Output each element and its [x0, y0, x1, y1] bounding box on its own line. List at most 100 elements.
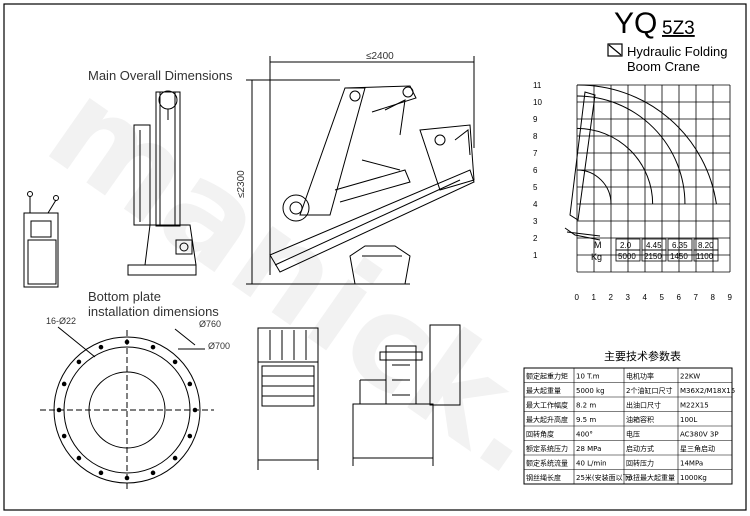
chart-x-tick: 1 [592, 293, 597, 302]
spec-label: 回转角度 [526, 430, 554, 439]
spec-label: 最大起升高度 [526, 415, 568, 424]
chart-radius-value: 4.45 [646, 241, 662, 250]
chart-x-tick: 4 [643, 293, 648, 302]
spec-value: 14MPa [680, 460, 703, 468]
caption-bottom-plate: Bottom plate [88, 289, 161, 304]
spec-value: M36X2/M18X15 [680, 387, 735, 395]
dim-height-label: ≤2300 [236, 170, 247, 198]
product-line1: Hydraulic Folding [627, 44, 727, 59]
spec-label: 额定起重力矩 [526, 372, 568, 381]
bolt-hole [150, 344, 156, 350]
bolt-holes [56, 339, 198, 481]
spec-value: 28 MPa [576, 445, 601, 453]
bolt-hole [187, 381, 193, 387]
spec-value: 9.5 m [576, 416, 596, 424]
crane-front-view [246, 56, 475, 285]
chart-x-tick: 8 [711, 293, 716, 302]
chart-grid [576, 84, 731, 273]
dim-bolt-circle: Ø760 [199, 319, 221, 329]
spec-label: 电压 [626, 430, 640, 439]
chart-x-tick: 3 [626, 293, 631, 302]
spec-label: 回转压力 [626, 459, 654, 468]
caption-bottom-plate-2: installation dimensions [88, 304, 219, 319]
bolt-hole [98, 344, 104, 350]
spec-value: 10 T.m [576, 373, 600, 381]
chart-load-cell [667, 249, 693, 262]
spec-value: M22X15 [680, 402, 709, 410]
bolt-hole [76, 455, 82, 461]
chart-y-tick: 3 [533, 217, 538, 226]
spec-value: 22KW [680, 373, 700, 381]
spec-label: 最大工作幅度 [526, 401, 568, 410]
control-box-drawing [23, 191, 59, 288]
chart-reach-arcs [576, 84, 717, 205]
chart-x-tick: 6 [677, 293, 682, 302]
chart-y-tick: 11 [533, 81, 542, 90]
chart-load-value: 1100 [696, 252, 714, 261]
spec-value: 星三角启动 [680, 444, 715, 453]
chart-radius-value: 6.35 [672, 241, 688, 250]
dim-plate-outer: Ø700 [208, 341, 230, 351]
chart-x-tick: 7 [694, 293, 699, 302]
bolt-hole [124, 475, 130, 481]
chart-row-m-label: M [594, 240, 602, 250]
title-block: YQ 5Z3 Hydraulic Folding Boom Crane [607, 7, 727, 74]
spec-label: 最大起重量 [526, 386, 561, 395]
bolt-hole [150, 470, 156, 476]
spec-value: 100L [680, 416, 697, 424]
chart-load-value: 5000 [618, 252, 636, 261]
bolt-hole [172, 455, 178, 461]
chart-load-cell [693, 249, 719, 262]
bottom-plate-drawing [40, 326, 214, 490]
logo-box [607, 43, 623, 57]
chart-y-tick: 7 [533, 149, 538, 158]
spec-label: 额定系统流量 [526, 459, 568, 468]
chart-load-value: 1450 [670, 252, 688, 261]
spec-value: 8.2 m [576, 402, 596, 410]
bolt-hole [98, 470, 104, 476]
spec-value: 400° [576, 431, 593, 439]
spec-value: 1000Kg [680, 474, 707, 482]
spec-value: AC380V 3P [680, 431, 719, 439]
bolt-hole [61, 433, 67, 439]
chart-reach-arc [576, 127, 654, 205]
spec-label: 钢丝绳长度 [526, 473, 561, 482]
spec-label: 出油口尺寸 [626, 401, 661, 410]
crane-side-view [127, 90, 197, 276]
bolt-hole [56, 407, 62, 413]
dim-bolt-holes: 16-Ø22 [46, 316, 76, 326]
spec-label: 油箱容积 [626, 415, 654, 424]
spec-label: 承扭最大起重量 [626, 473, 675, 482]
spec-label: 启动方式 [626, 444, 654, 453]
chart-load-cell [615, 249, 641, 262]
power-pack-front-view [257, 327, 319, 470]
chart-y-tick: 8 [533, 132, 538, 141]
chart-x-tick: 2 [609, 293, 614, 302]
chart-radius-value: 2.0 [620, 241, 632, 250]
chart-y-tick: 10 [533, 98, 542, 107]
chart-y-tick: 9 [533, 115, 538, 124]
chart-y-tick: 4 [533, 200, 538, 209]
chart-reach-arc [576, 84, 717, 205]
spec-value: 25米(安装面以下) [576, 473, 633, 482]
chart-reach-arc [576, 169, 612, 205]
bolt-hole [172, 359, 178, 365]
spec-label: 电机功率 [626, 372, 654, 381]
bolt-hole [187, 433, 193, 439]
caption-main-dimensions: Main Overall Dimensions [88, 68, 233, 83]
chart-reach-arc [576, 95, 686, 205]
spec-label: 2个油缸口尺寸 [626, 386, 672, 395]
spec-label: 额定系统压力 [526, 444, 568, 453]
bolt-hole [76, 359, 82, 365]
chart-x-tick: 0 [575, 293, 580, 302]
bolt-hole [192, 407, 198, 413]
spec-value: 40 L/min [576, 460, 607, 468]
model-name: YQ [614, 7, 657, 40]
